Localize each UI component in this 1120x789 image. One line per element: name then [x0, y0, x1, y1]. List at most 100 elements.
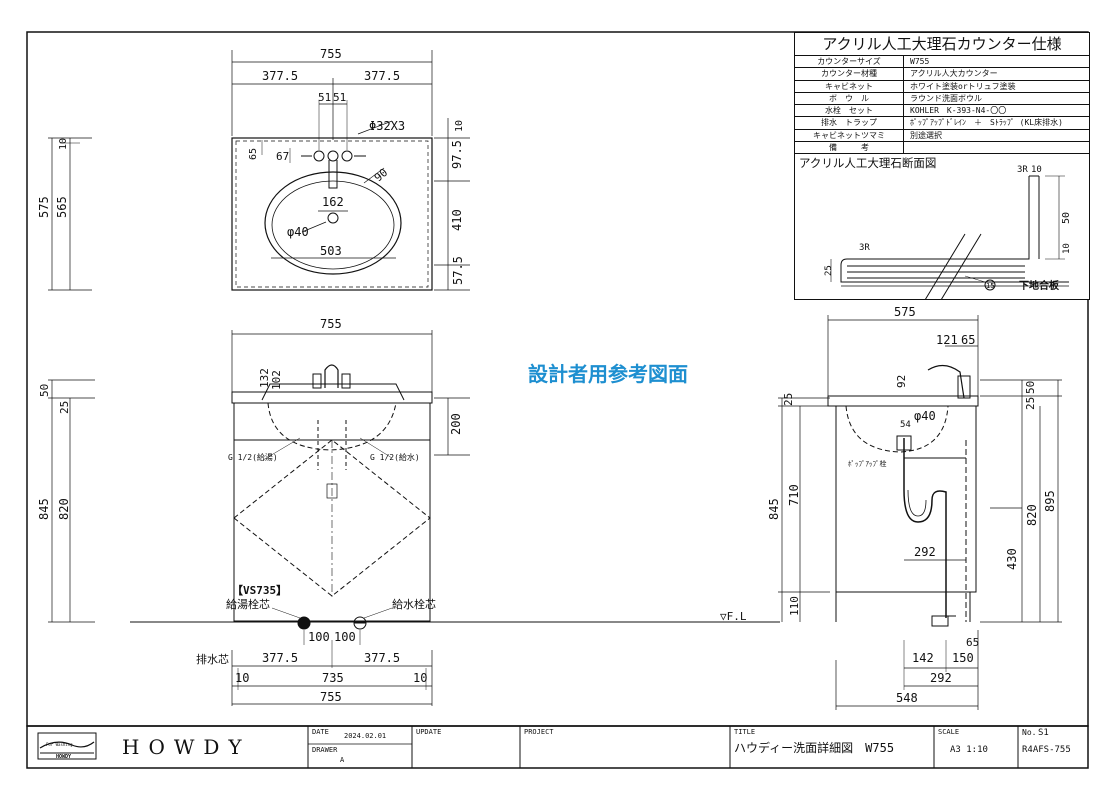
- svg-text:121: 121: [936, 333, 958, 347]
- svg-text:10: 10: [235, 671, 249, 685]
- svg-text:92: 92: [895, 375, 908, 388]
- svg-text:377.5: 377.5: [364, 651, 400, 665]
- svg-text:51: 51: [318, 91, 331, 104]
- svg-text:895: 895: [1043, 490, 1057, 512]
- spec-row: ボ ウ ルラウンド洗面ボウル: [795, 92, 1089, 106]
- svg-text:65: 65: [961, 333, 975, 347]
- svg-text:No.: No.: [1022, 728, 1036, 737]
- svg-text:575: 575: [37, 196, 51, 218]
- drawing-number: S1: [1038, 728, 1049, 738]
- svg-text:給湯栓芯: 給湯栓芯: [226, 597, 270, 611]
- svg-text:67: 67: [276, 150, 289, 163]
- svg-text:25: 25: [58, 401, 71, 414]
- counter-section-drawing: アクリル人工大理石断面図 3R 10 50 10 3R 25 15 下地合板: [795, 154, 1089, 301]
- hot-water-center: [297, 616, 311, 630]
- drawing-code: R4AFS-755: [1022, 745, 1071, 755]
- svg-text:HOWDY: HOWDY: [56, 754, 71, 760]
- spec-row: 排水 トラップﾎﾟｯﾌﾟｱｯﾌﾟﾄﾞﾚｲﾝ ＋ Sﾄﾗｯﾌﾟ (KL床排水): [795, 117, 1089, 130]
- cold-pipe-label: G 1/2(給水): [370, 452, 420, 462]
- svg-text:755: 755: [320, 317, 342, 331]
- svg-text:給水栓芯: 給水栓芯: [392, 597, 436, 611]
- hot-pipe-label: G 1/2(給湯): [228, 452, 278, 462]
- svg-text:735: 735: [322, 671, 344, 685]
- counter-outline-plan: [231, 137, 433, 291]
- plan-dim-labels: 755 377.5 377.5 51 51 Φ32X3 65 67 90 162…: [37, 47, 465, 285]
- counter-front: [231, 391, 433, 404]
- dim-plan-377-right: 377.5: [364, 69, 400, 83]
- spec-table-title: アクリル人工大理石カウンター仕様: [795, 33, 1089, 56]
- svg-text:54: 54: [900, 420, 911, 430]
- svg-text:3R: 3R: [1017, 165, 1028, 175]
- svg-text:下地合板: 下地合板: [1019, 279, 1060, 292]
- section-svg: 3R 10 50 10 3R 25 15 下地合板: [824, 165, 1072, 301]
- section-title: アクリル人工大理石断面図: [799, 156, 937, 171]
- svg-text:3R: 3R: [859, 243, 870, 253]
- svg-text:575: 575: [894, 305, 916, 319]
- cabinet-side: [835, 405, 977, 593]
- svg-text:DRAWER: DRAWER: [312, 746, 338, 754]
- dim-plan-377-left: 377.5: [262, 69, 298, 83]
- front-view: [48, 330, 780, 706]
- svg-text:65: 65: [248, 148, 259, 160]
- spec-row: カウンター材種アクリル人大カウンター: [795, 68, 1089, 81]
- spec-row: 備 考: [795, 142, 1089, 155]
- side-view: [778, 315, 1062, 710]
- svg-text:φ40: φ40: [914, 409, 936, 423]
- bowl-outline: [264, 171, 402, 275]
- drain-hole: [327, 212, 339, 224]
- svg-text:820: 820: [57, 498, 71, 520]
- drawing-title: ハウディー洗面詳細図 W755: [734, 740, 894, 755]
- svg-text:377.5: 377.5: [262, 651, 298, 665]
- svg-text:10: 10: [1031, 165, 1042, 175]
- svg-text:50: 50: [1024, 381, 1037, 394]
- svg-text:10: 10: [413, 671, 427, 685]
- svg-text:For Washing: For Washing: [46, 742, 73, 747]
- svg-text:503: 503: [320, 244, 342, 258]
- drawing-scale: A3 1:10: [950, 745, 988, 755]
- counter-side: [827, 395, 979, 407]
- floor-level-label: ▽F.L: [720, 610, 747, 623]
- svg-text:排水芯: 排水芯: [196, 652, 229, 666]
- svg-text:DATE: DATE: [312, 728, 329, 736]
- svg-text:132: 132: [258, 368, 271, 388]
- svg-text:UPDATE: UPDATE: [416, 728, 441, 736]
- dim-hole-dia: Φ32X3: [369, 119, 405, 133]
- svg-text:57.5: 57.5: [451, 256, 465, 285]
- svg-text:845: 845: [37, 498, 51, 520]
- front-dim-labels: 755 132 102 50 25 845 820 200 G 1/2(給湯) …: [37, 317, 747, 704]
- svg-text:102: 102: [270, 370, 283, 390]
- spec-row: キャビネットツマミ別途選択: [795, 129, 1089, 143]
- dim-plan-755: 755: [320, 47, 342, 61]
- svg-text:150: 150: [952, 651, 974, 665]
- svg-text:820: 820: [1025, 504, 1039, 526]
- svg-text:A: A: [340, 756, 345, 764]
- svg-text:97.5: 97.5: [450, 140, 464, 169]
- svg-text:25: 25: [824, 266, 834, 277]
- svg-text:100: 100: [308, 630, 330, 644]
- svg-text:10: 10: [1062, 244, 1072, 255]
- svg-text:TITLE: TITLE: [734, 728, 755, 736]
- title-block-text: For Washing HOWDY DATE 2024.02.01 DRAWER…: [46, 728, 1071, 764]
- svg-text:10: 10: [58, 138, 69, 150]
- brand-wordmark: HOWDY: [122, 735, 251, 759]
- svg-text:100: 100: [334, 630, 356, 644]
- title-block: [26, 725, 1089, 769]
- cabinet-front: [233, 402, 431, 622]
- spec-row: キャビネットホワイト塗装orトリュフ塗装: [795, 80, 1089, 93]
- drawing-date: 2024.02.01: [344, 732, 386, 740]
- svg-text:10: 10: [454, 120, 465, 132]
- svg-text:15: 15: [986, 282, 994, 290]
- svg-text:65: 65: [966, 636, 979, 649]
- svg-text:410: 410: [450, 209, 464, 231]
- svg-text:755: 755: [320, 690, 342, 704]
- svg-text:710: 710: [787, 484, 801, 506]
- svg-text:25: 25: [782, 393, 795, 406]
- svg-text:292: 292: [930, 671, 952, 685]
- svg-text:PROJECT: PROJECT: [524, 728, 554, 736]
- popup-plug-label: ﾎﾟｯﾌﾟｱｯﾌﾟ栓: [848, 459, 887, 468]
- svg-text:292: 292: [914, 545, 936, 559]
